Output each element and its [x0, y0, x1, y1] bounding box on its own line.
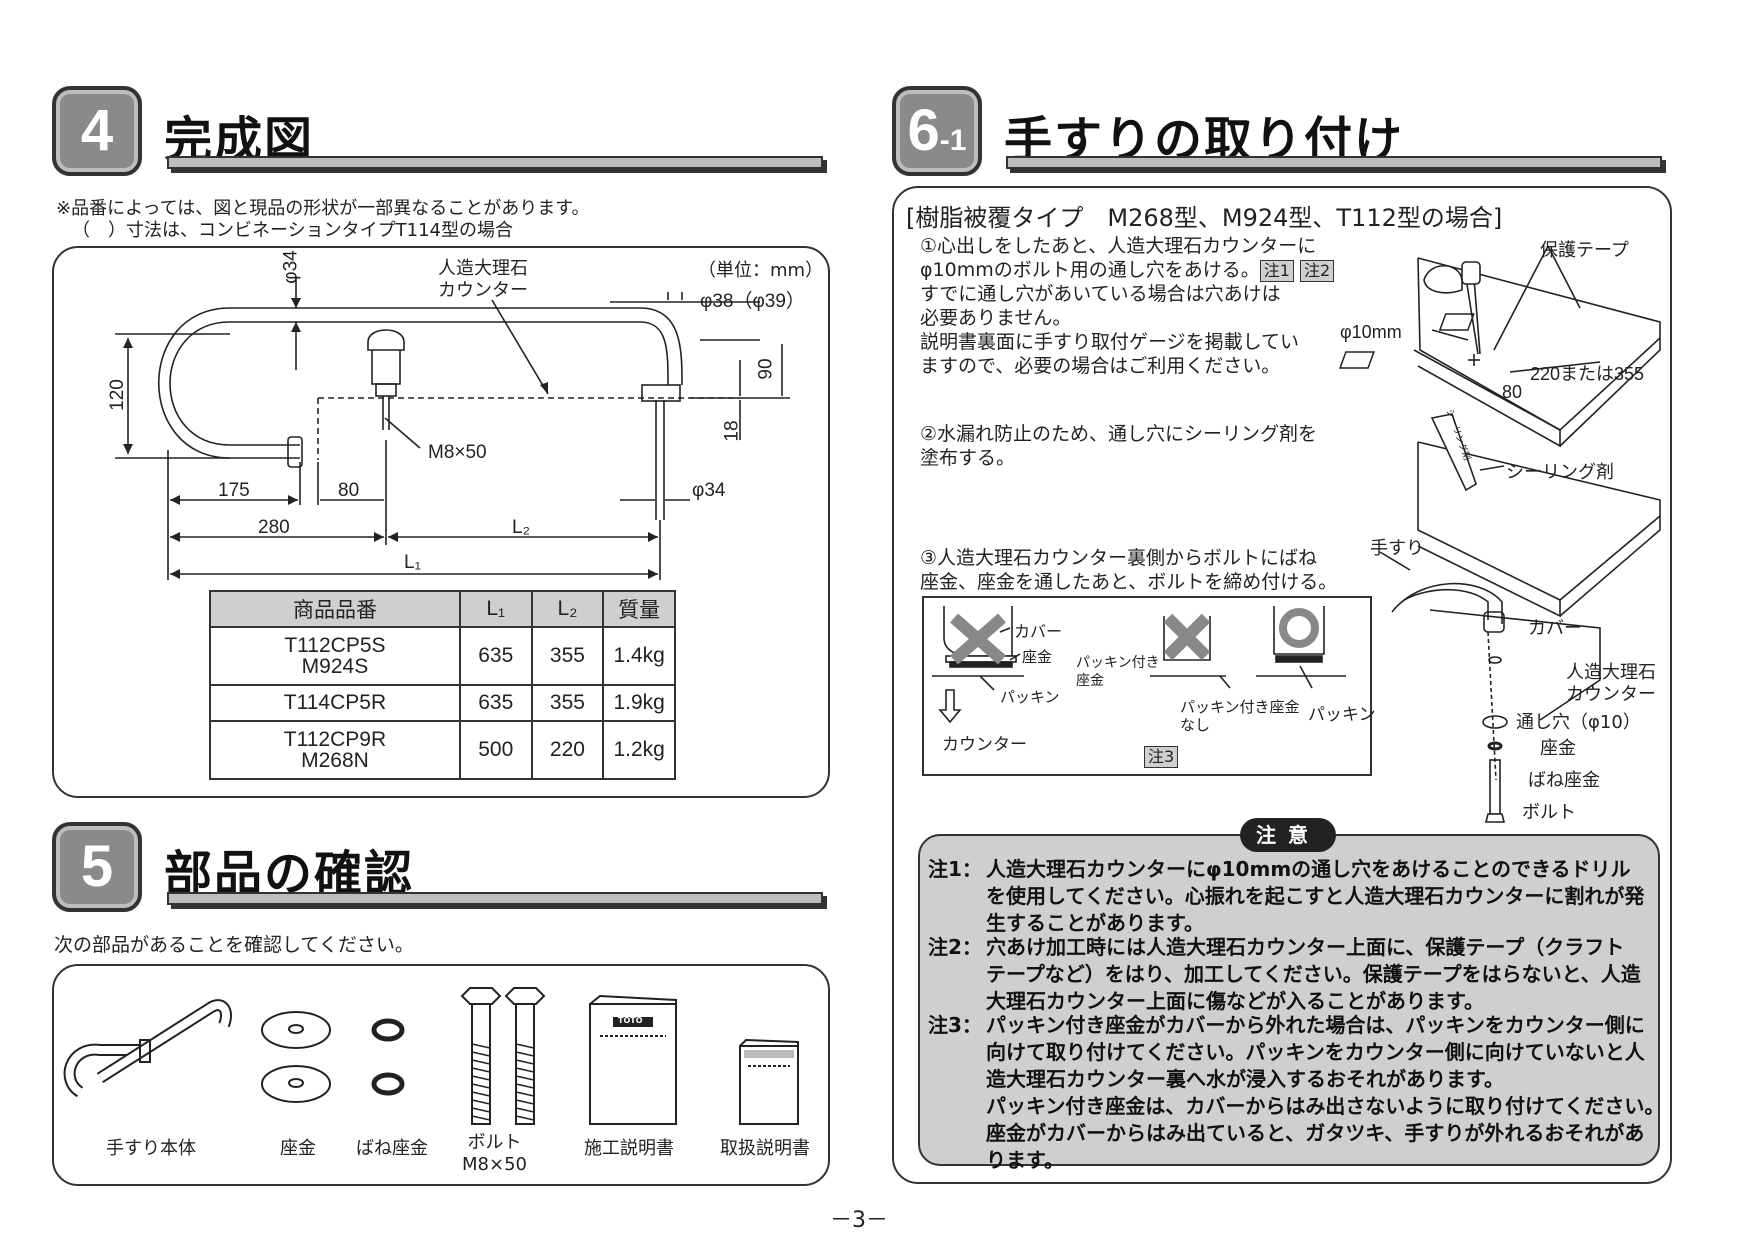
- dim-175: 175: [218, 480, 250, 501]
- table-header: L₂: [530, 590, 605, 628]
- table-cell: 1.9kg: [602, 684, 676, 722]
- spring-washer-icon: [371, 1018, 405, 1096]
- dim-d38: φ38（φ39）: [700, 291, 805, 312]
- toto-logo: TOTO: [618, 1016, 643, 1025]
- page-number: －3－: [830, 1208, 888, 1233]
- handrail-label: 手すり: [1370, 538, 1424, 559]
- tape-label: 保護テープ: [1540, 240, 1629, 261]
- counter-label-right: 人造大理石 カウンター: [1566, 662, 1656, 705]
- dim-220-355: 220または355: [1530, 364, 1645, 384]
- caution-note-2: 注2：穴あけ加工時には人造大理石カウンター上面に、保護テープ（クラフト テープな…: [928, 935, 1641, 1013]
- washer-label-right: 座金: [1540, 738, 1576, 759]
- parts-box: [52, 964, 830, 1186]
- table-cell: 500: [458, 720, 533, 780]
- dim-bolt: M8×50: [428, 442, 487, 463]
- table-cell: 355: [530, 626, 605, 686]
- hole-d10-label: φ10mm: [1340, 322, 1402, 342]
- inset-washer-label: 座金: [1022, 648, 1053, 666]
- counter-label: 人造大理石 カウンター: [438, 258, 528, 301]
- bolt-icon: [460, 987, 546, 1125]
- table-header: L₁: [458, 590, 533, 628]
- table-cell: T112CP5S M924S: [209, 626, 461, 686]
- parts-intro: 次の部品があることを確認してください。: [54, 934, 414, 956]
- part-label: 取扱説明書: [720, 1138, 810, 1159]
- inset-no-packing-label: パッキン付き座金 なし: [1180, 698, 1300, 734]
- note2-tag: 注2: [1299, 260, 1335, 282]
- part-label: ばね座金: [356, 1138, 428, 1159]
- note-combination: （ ）寸法は、コンビネーションタイプT114型の場合: [72, 220, 513, 241]
- inset-counter-label: カウンター: [942, 735, 1027, 755]
- table-cell: 355: [530, 684, 605, 722]
- table-header: 商品品番: [209, 590, 461, 628]
- part-label: 手すり本体: [106, 1138, 196, 1159]
- spec-table: 商品品番 L₁ L₂ 質量 T112CP5S M924S 635 355 1.4…: [209, 590, 676, 780]
- washer-icon: [261, 1011, 331, 1103]
- inset-cover-label: カバー: [1014, 622, 1063, 641]
- handrail-body-icon: [63, 999, 233, 1098]
- dim-d34-bottom: φ34: [692, 480, 726, 501]
- part-label: ボルト M8×50: [462, 1132, 527, 1175]
- cover-label: カバー: [1528, 618, 1582, 639]
- sealant-label: シーリング剤: [1506, 462, 1614, 483]
- caution-note-3: 注3：パッキン付き座金がカバーから外れた場合は、パッキンをカウンター側に 向けて…: [928, 1013, 1665, 1172]
- completion-drawing-box: [52, 246, 830, 798]
- section-5-number: 5: [52, 822, 142, 912]
- table-cell: 1.2kg: [602, 720, 676, 780]
- dim-80: 80: [338, 480, 360, 501]
- dim-280: 280: [258, 517, 290, 538]
- inset-packing-label: パッキン: [1000, 688, 1060, 706]
- caution-note-1: 注1：人造大理石カウンターにφ10mmの通し穴をあけることのできるドリル を使用…: [928, 857, 1645, 935]
- inset-packing-washer-label: パッキン付き 座金: [1076, 655, 1160, 689]
- inset-packing-label-2: パッキン: [1308, 705, 1376, 725]
- note3-tag: 注3: [1144, 746, 1179, 768]
- note-shape: ※品番によっては、図と現品の形状が一部異なることがあります。: [56, 198, 590, 219]
- table-cell: 635: [458, 626, 533, 686]
- completion-drawing: [115, 276, 790, 580]
- step2-text: ②水漏れ防止のため、通し穴にシーリング剤を 塗布する。: [920, 423, 1318, 469]
- dim-L2: L₂: [512, 517, 530, 538]
- table-cell: 1.4kg: [602, 626, 676, 686]
- packing-inset: [922, 596, 1372, 776]
- table-cell: 635: [458, 684, 533, 722]
- part-label: 施工説明書: [584, 1138, 674, 1159]
- bolt-label-right: ボルト: [1522, 802, 1576, 823]
- dim-80-right: 80: [1502, 382, 1523, 402]
- step1-text: ①心出しをしたあと、人造大理石カウンターに φ10mmのボルト用の通し穴をあける…: [920, 234, 1335, 378]
- section-6-rule: [1006, 156, 1662, 169]
- hole-label: 通し穴（φ10）: [1516, 712, 1641, 733]
- caution-title: 注意: [1240, 818, 1336, 852]
- table-cell: T114CP5R: [209, 684, 461, 722]
- spring-washer-label-right: ばね座金: [1528, 770, 1600, 791]
- section-4-number: 4: [52, 86, 142, 176]
- installation-heading: [樹脂被覆タイプ M268型、M924型、T112型の場合]: [906, 204, 1503, 232]
- unit-label: （単位：mm）: [698, 260, 824, 281]
- installation-manual-icon: [589, 994, 677, 1125]
- caution-box: [918, 834, 1660, 1166]
- section-6-number: 6-1: [892, 86, 982, 176]
- table-cell: 220: [530, 720, 605, 780]
- user-manual-icon: [739, 1038, 799, 1125]
- step3-text: ③人造大理石カウンター裏側からボルトにばね 座金、座金を通したあと、ボルトを締め…: [920, 547, 1338, 593]
- table-header: 質量: [602, 590, 676, 628]
- parts-illustrations: [63, 987, 799, 1125]
- installation-box: [892, 186, 1672, 1184]
- section-5-rule: [167, 892, 823, 905]
- section-4-rule: [167, 156, 823, 169]
- dim-L1: L₁: [404, 552, 421, 573]
- note1-tag: 注1: [1259, 260, 1294, 282]
- table-cell: T112CP9R M268N: [209, 720, 461, 780]
- part-label: 座金: [280, 1138, 316, 1159]
